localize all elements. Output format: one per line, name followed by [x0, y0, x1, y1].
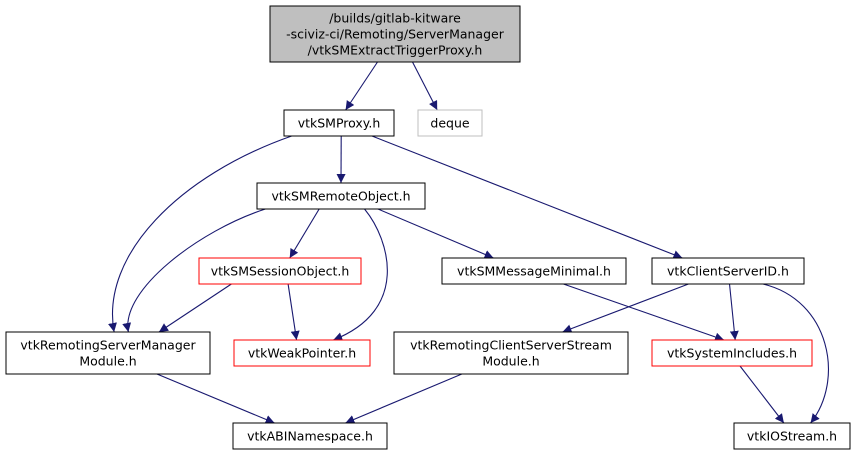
node-label-line: vtkSMSessionObject.h — [211, 264, 350, 279]
edge-vtk-system-includes-to-vtk-io-stream — [739, 365, 785, 424]
node-deque: deque — [417, 109, 483, 137]
node-label-line: /builds/gitlab-kitware — [329, 11, 461, 26]
node-label-line: -sciviz-ci/Remoting/ServerManager — [286, 27, 505, 42]
node-label-line: vtkIOStream.h — [747, 429, 837, 444]
node-vtk-io-stream[interactable]: vtkIOStream.h — [733, 422, 851, 450]
node-label-line: vtkSMProxy.h — [298, 116, 381, 131]
edge-vtk-sm-proxy-to-vtk-client-server-id — [371, 135, 683, 259]
node-box — [441, 257, 627, 285]
node-vtk-sm-proxy[interactable]: vtkSMProxy.h — [283, 109, 395, 137]
edge-vtk-client-server-id-to-vtk-io-stream — [762, 283, 829, 424]
node-box — [256, 182, 426, 210]
node-label-line: /vtkSMExtractTriggerProxy.h — [308, 43, 483, 58]
node-box — [651, 257, 805, 285]
edge-vtk-remoting-server-manager-module-to-vtk-abi-namespace — [156, 373, 275, 424]
node-vtk-weak-pointer[interactable]: vtkWeakPointer.h — [233, 339, 371, 367]
node-vtk-sm-message-minimal[interactable]: vtkSMMessageMinimal.h — [441, 257, 627, 285]
node-box — [198, 257, 362, 285]
node-label-line: vtkWeakPointer.h — [248, 346, 356, 361]
node-label-line: Module.h — [79, 354, 136, 369]
node-label-line: vtkSMMessageMinimal.h — [457, 264, 611, 279]
node-box — [651, 339, 813, 367]
node-root[interactable]: /builds/gitlab-kitware-sciviz-ci/Remotin… — [269, 5, 521, 63]
edge-vtk-sm-remote-object-to-vtk-sm-session-object — [289, 208, 320, 259]
node-box — [269, 5, 521, 63]
node-box — [5, 331, 211, 375]
node-label-line: deque — [430, 116, 469, 131]
node-vtk-abi-namespace[interactable]: vtkABINamespace.h — [232, 422, 388, 450]
node-vtk-sm-remote-object[interactable]: vtkSMRemoteObject.h — [256, 182, 426, 210]
edge-vtk-sm-session-object-to-vtk-remoting-server-manager-module — [158, 283, 232, 333]
node-box — [232, 422, 388, 450]
node-label-line: Module.h — [482, 354, 539, 369]
edge-vtk-remoting-client-server-stream-module-to-vtk-abi-namespace — [345, 373, 463, 424]
edge-vtk-client-server-id-to-vtk-remoting-client-server-stream-module — [562, 283, 689, 334]
node-label-line: vtkSMRemoteObject.h — [271, 189, 410, 204]
node-label-line: vtkABINamespace.h — [247, 429, 373, 444]
edge-vtk-sm-session-object-to-vtk-weak-pointer — [287, 283, 300, 341]
node-box — [233, 339, 371, 367]
edge-vtk-client-server-id-to-vtk-system-includes — [728, 283, 739, 341]
node-label-line: vtkClientServerID.h — [667, 264, 789, 279]
node-box — [733, 422, 851, 450]
node-label-line: vtkSystemIncludes.h — [667, 346, 797, 361]
node-box — [393, 331, 629, 375]
edges-layer — [108, 61, 829, 424]
node-box — [283, 109, 395, 137]
edge-vtk-sm-remote-object-to-vtk-sm-message-minimal — [377, 208, 494, 259]
node-label-line: vtkRemotingServerManager — [20, 338, 196, 353]
node-label-line: vtkRemotingClientServerStream — [410, 338, 612, 353]
edge-vtk-sm-remote-object-to-vtk-weak-pointer — [333, 208, 388, 341]
node-box — [417, 109, 483, 137]
node-vtk-sm-session-object[interactable]: vtkSMSessionObject.h — [198, 257, 362, 285]
node-vtk-system-includes[interactable]: vtkSystemIncludes.h — [651, 339, 813, 367]
edge-vtk-sm-remote-object-to-vtk-remoting-server-manager-module — [122, 208, 266, 333]
edge-vtk-sm-message-minimal-to-vtk-system-includes — [563, 283, 725, 342]
edge-root-to-deque — [412, 61, 438, 111]
nodes-layer: /builds/gitlab-kitware-sciviz-ci/Remotin… — [5, 5, 851, 450]
edge-vtk-sm-proxy-to-vtk-remoting-server-manager-module — [108, 135, 292, 333]
edge-root-to-vtk-sm-proxy — [345, 61, 378, 111]
node-vtk-client-server-id[interactable]: vtkClientServerID.h — [651, 257, 805, 285]
